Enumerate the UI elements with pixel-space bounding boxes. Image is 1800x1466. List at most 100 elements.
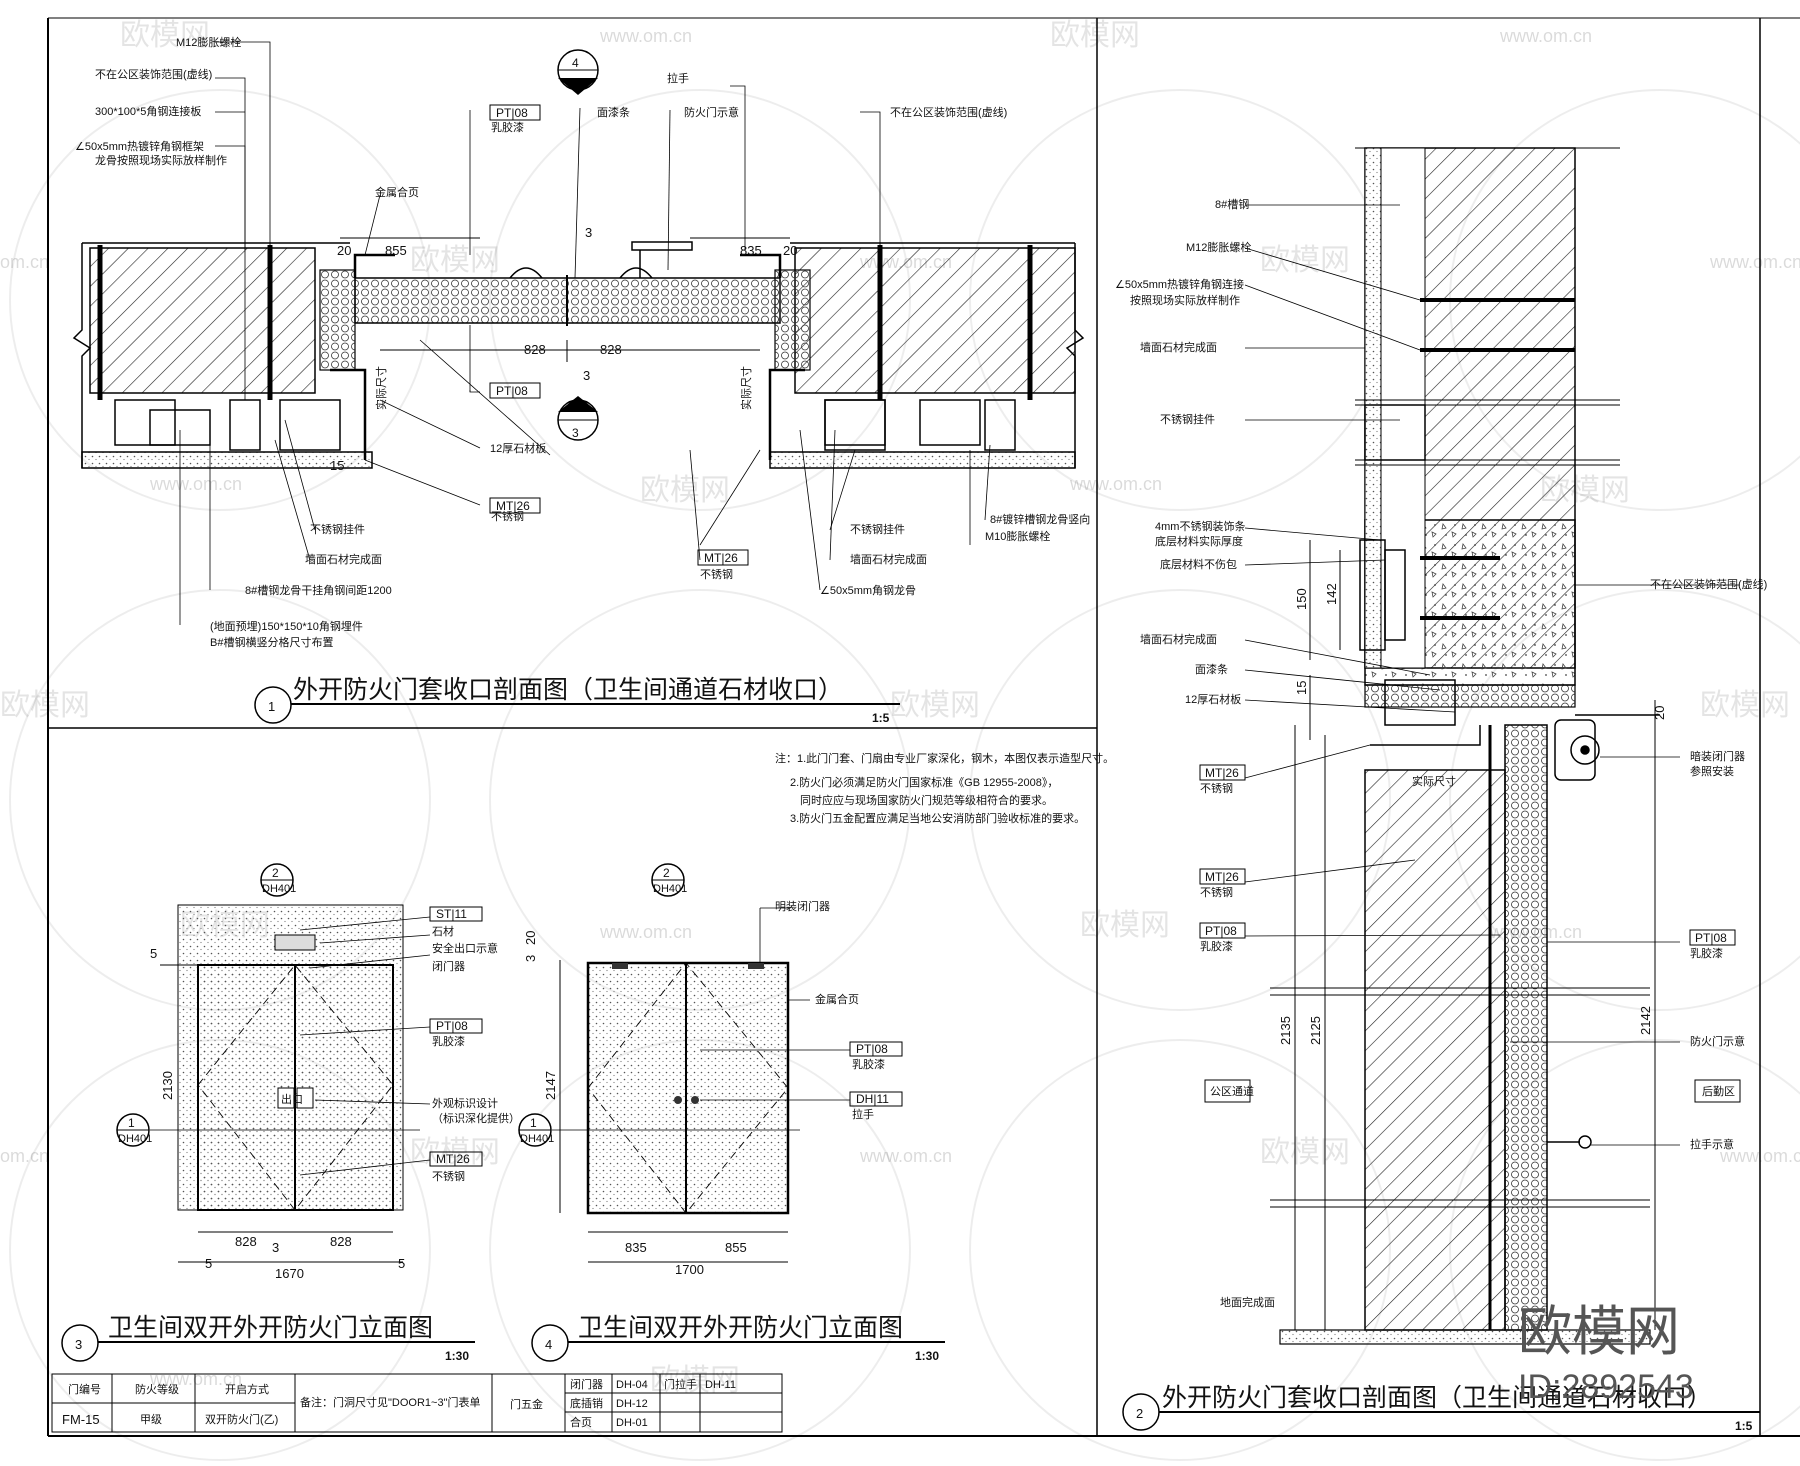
section-ref: DH401 <box>520 1133 554 1145</box>
table-cell: 门拉手 <box>664 1377 697 1391</box>
table-header: 门五金 <box>510 1397 543 1411</box>
stone-wall-left <box>89 247 316 394</box>
dim-label: 828 <box>600 342 622 357</box>
material-tag: MT|26 <box>496 499 530 513</box>
note-line: 同时应应与现场国家防火门规范等级相符合的要求。 <box>800 793 1053 807</box>
view-3-elevation: 出口 2 DH401 1 DH401 5 2130 828 828 3 5 5 … <box>61 863 520 1363</box>
dim-label: 2135 <box>1278 1016 1293 1045</box>
material-tag: MT|26 <box>1205 766 1239 780</box>
table-header: 防火等级 <box>135 1382 179 1396</box>
callout-label: 面漆条 <box>1195 662 1228 676</box>
watermark-url: www.om.cn <box>1069 474 1162 494</box>
callout-label: 不锈钢挂件 <box>850 522 905 536</box>
callout-label: 底层材料不伤包 <box>1160 557 1237 571</box>
callout-label: 拉手示意 <box>1690 1137 1734 1151</box>
watermark-text: 欧模网 <box>1260 243 1350 278</box>
view-scale: 1:30 <box>445 1349 469 1363</box>
brand-watermark: 欧模网 <box>1518 1300 1680 1363</box>
section-number: 4 <box>572 56 579 70</box>
dim-label: 3 <box>272 1240 279 1255</box>
callout-label: 不锈钢 <box>1200 782 1233 795</box>
view-title: 卫生间双开外开防火门立面图 <box>108 1313 433 1342</box>
section-number: 1 <box>530 1116 537 1130</box>
material-tag: PT|08 <box>1695 931 1727 945</box>
watermark-text: 欧模网 <box>410 243 500 278</box>
callout-label: 12厚石材板 <box>1185 692 1241 706</box>
table-cell: FM-15 <box>62 1412 100 1427</box>
callout-label: 乳胶漆 <box>1200 939 1233 953</box>
material-tag: PT|08 <box>496 106 528 120</box>
callout-label: 参照安装 <box>1690 764 1734 778</box>
dim-label: 5 <box>150 946 157 961</box>
dim-label: 855 <box>725 1240 747 1255</box>
callout-label: 不锈钢 <box>1200 886 1233 899</box>
callout-label: ∠50x5mm热镀锌角钢连接 <box>1115 277 1244 291</box>
callout-label: 不在公区装饰范围(虚线) <box>890 105 1007 119</box>
callout-label: 金属合页 <box>375 185 419 199</box>
dim-label: 15 <box>330 458 344 473</box>
callout-label: M10膨胀螺栓 <box>985 529 1050 543</box>
callout-label: 乳胶漆 <box>491 120 524 134</box>
door-leaves <box>586 961 790 1215</box>
callout-label: (地面预埋)150*150*10角钢埋件 <box>210 620 363 633</box>
watermark-text: 欧模网 <box>1080 908 1170 943</box>
dim-label: 2142 <box>1638 1006 1653 1035</box>
callout-label: 按照现场实际放样制作 <box>1130 293 1240 307</box>
callout-label: 墙面石材完成面 <box>305 552 382 566</box>
view-number: 1 <box>268 699 275 714</box>
callout-label: 8#槽钢龙骨干挂角钢间距1200 <box>245 583 392 597</box>
dim-label: 835 <box>625 1240 647 1255</box>
callout-label: 乳胶漆 <box>852 1057 885 1071</box>
callout-label: 龙骨按照现场实际放样制作 <box>95 153 227 167</box>
callout-label: 不锈钢挂件 <box>1160 412 1215 426</box>
material-tag: MT|26 <box>704 551 738 565</box>
dim-label: 3 <box>583 368 590 383</box>
watermark-url: www.om.cn <box>859 1146 952 1166</box>
section-number: 1 <box>128 1116 135 1130</box>
material-tag: PT|08 <box>856 1042 888 1056</box>
watermark-text: 欧模网 <box>650 1363 740 1398</box>
section-ref: DH401 <box>118 1133 152 1145</box>
dim-label: 828 <box>235 1234 257 1249</box>
watermark-url: om.cn <box>0 252 49 272</box>
callout-label: 金属合页 <box>815 992 859 1006</box>
dim-label: 855 <box>385 243 407 258</box>
callout-label: 拉手 <box>852 1107 874 1121</box>
dim-label: 2130 <box>160 1071 175 1100</box>
material-tag: PT|08 <box>1205 924 1237 938</box>
watermark-text: 欧模网 <box>120 18 210 53</box>
dim-label: 实际尺寸 <box>374 366 388 410</box>
view-2-section: 150 142 15 20 2135 2125 2142 8#槽钢 M12膨胀螺… <box>1115 147 1767 1433</box>
callout-label: M12膨胀螺栓 <box>176 35 241 49</box>
callout-label: B#槽钢横竖分格尺寸布置 <box>210 635 333 649</box>
callout-label: 暗装闭门器 <box>1690 749 1745 763</box>
callout-label: 不锈钢挂件 <box>310 522 365 536</box>
section-ref: DH401 <box>262 883 296 895</box>
dim-label: 828 <box>330 1234 352 1249</box>
material-tag: DH|11 <box>856 1092 889 1106</box>
id-watermark: ID:2892543 <box>1518 1368 1694 1406</box>
watermark-text: 欧模网 <box>1050 18 1140 53</box>
section-number: 3 <box>572 426 579 440</box>
view-scale: 1:30 <box>915 1349 939 1363</box>
dim-label: 15 <box>1294 681 1309 695</box>
dim-label: 3 <box>585 225 592 240</box>
dim-label: 5 <box>398 1256 405 1271</box>
callout-label: 8#镀锌槽钢龙骨竖向 <box>990 512 1090 526</box>
watermark-url: www.om.cn <box>1499 26 1592 46</box>
callout-label: 安全出口示意 <box>432 941 498 955</box>
dim-label: 2125 <box>1308 1016 1323 1045</box>
callout-label: 4mm不锈钢装饰条 <box>1155 519 1245 533</box>
table-cell: DH-11 <box>705 1379 736 1391</box>
watermark-url: om.cn <box>0 1146 49 1166</box>
dim-label: 20 <box>337 243 351 258</box>
dim-label: 1670 <box>275 1266 304 1281</box>
general-notes: 注：1.此门门套、门扇由专业厂家深化，钢木，本图仅表示造型尺寸。 2.防火门必须… <box>775 751 1114 825</box>
dim-label: 5 <box>205 1256 212 1271</box>
note-line: 3.防火门五金配置应满足当地公安消防部门验收标准的要求。 <box>790 811 1085 825</box>
watermark-url: www.om.cn <box>149 474 242 494</box>
callout-label: 明装闭门器 <box>775 899 830 913</box>
table-header: 开启方式 <box>225 1382 269 1396</box>
callout-label: 乳胶漆 <box>1690 946 1723 960</box>
callout-label: M12膨胀螺栓 <box>1186 240 1251 254</box>
